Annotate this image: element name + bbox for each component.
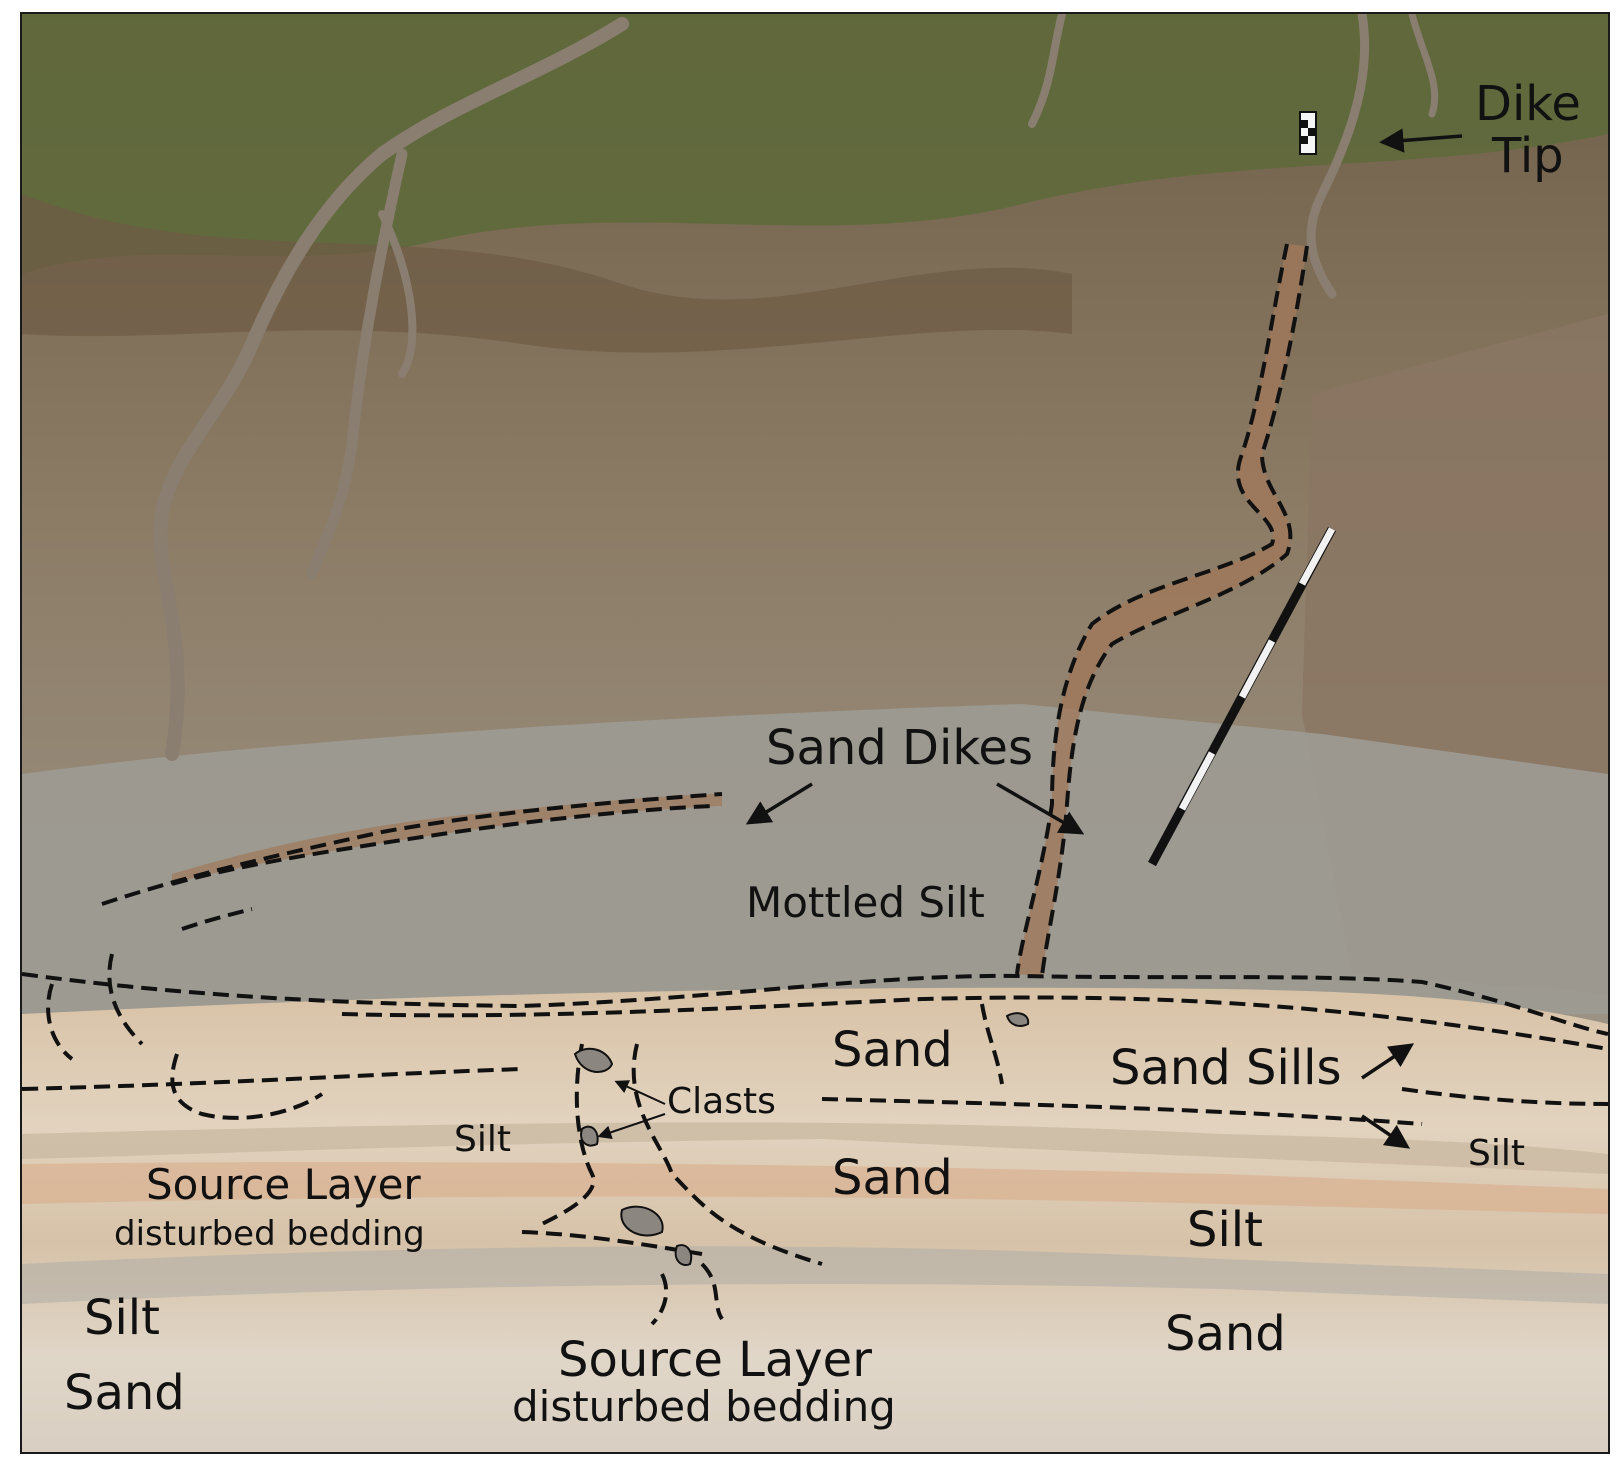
label-silt-left: Silt <box>454 1119 511 1160</box>
leaf-litter <box>22 194 1072 353</box>
label-source-layer-left: Source Layer <box>146 1160 421 1209</box>
label-source-layer-left-sub: disturbed bedding <box>114 1214 425 1254</box>
grey-silt-band <box>22 1246 1608 1304</box>
photo-frame: Dike Tip Sand Dikes Mottled Silt Sand Sa… <box>20 12 1610 1454</box>
label-sand-bottom-left: Sand <box>64 1365 185 1421</box>
label-source-layer-bottom-sub: disturbed bedding <box>512 1382 896 1431</box>
sand-dike-fill-left <box>172 794 722 884</box>
sand-dike-fill-main <box>1017 244 1307 976</box>
label-sand-upper: Sand <box>832 1022 953 1078</box>
clasts <box>573 1012 1030 1266</box>
silt-band-1 <box>22 1122 1608 1174</box>
label-dike-tip-line2: Tip <box>1492 128 1564 184</box>
sand-layers <box>22 987 1608 1452</box>
mottled-silt-zone <box>22 704 1608 1024</box>
tree-roots <box>153 14 1439 761</box>
orange-sand-band <box>22 1162 1608 1214</box>
scale-bar <box>1148 526 1336 867</box>
small-scale-card <box>1299 111 1317 155</box>
annotation-arrows <box>597 128 1463 1149</box>
label-mottled-silt: Mottled Silt <box>746 878 985 927</box>
label-silt-bottom-left: Silt <box>84 1290 160 1346</box>
label-sand-middle: Sand <box>832 1150 953 1206</box>
label-sand-sills: Sand Sills <box>1110 1040 1342 1096</box>
label-silt-right-small: Silt <box>1468 1133 1525 1174</box>
label-sand-bottom-right: Sand <box>1165 1306 1286 1362</box>
label-dike-tip-line1: Dike <box>1475 76 1581 132</box>
label-clasts: Clasts <box>667 1081 776 1122</box>
outcrop-photo <box>22 14 1608 1452</box>
label-sand-dikes: Sand Dikes <box>766 720 1033 776</box>
label-source-layer-bottom: Source Layer <box>558 1332 872 1388</box>
label-silt-right: Silt <box>1187 1202 1263 1258</box>
vegetation-cover <box>22 14 1608 274</box>
